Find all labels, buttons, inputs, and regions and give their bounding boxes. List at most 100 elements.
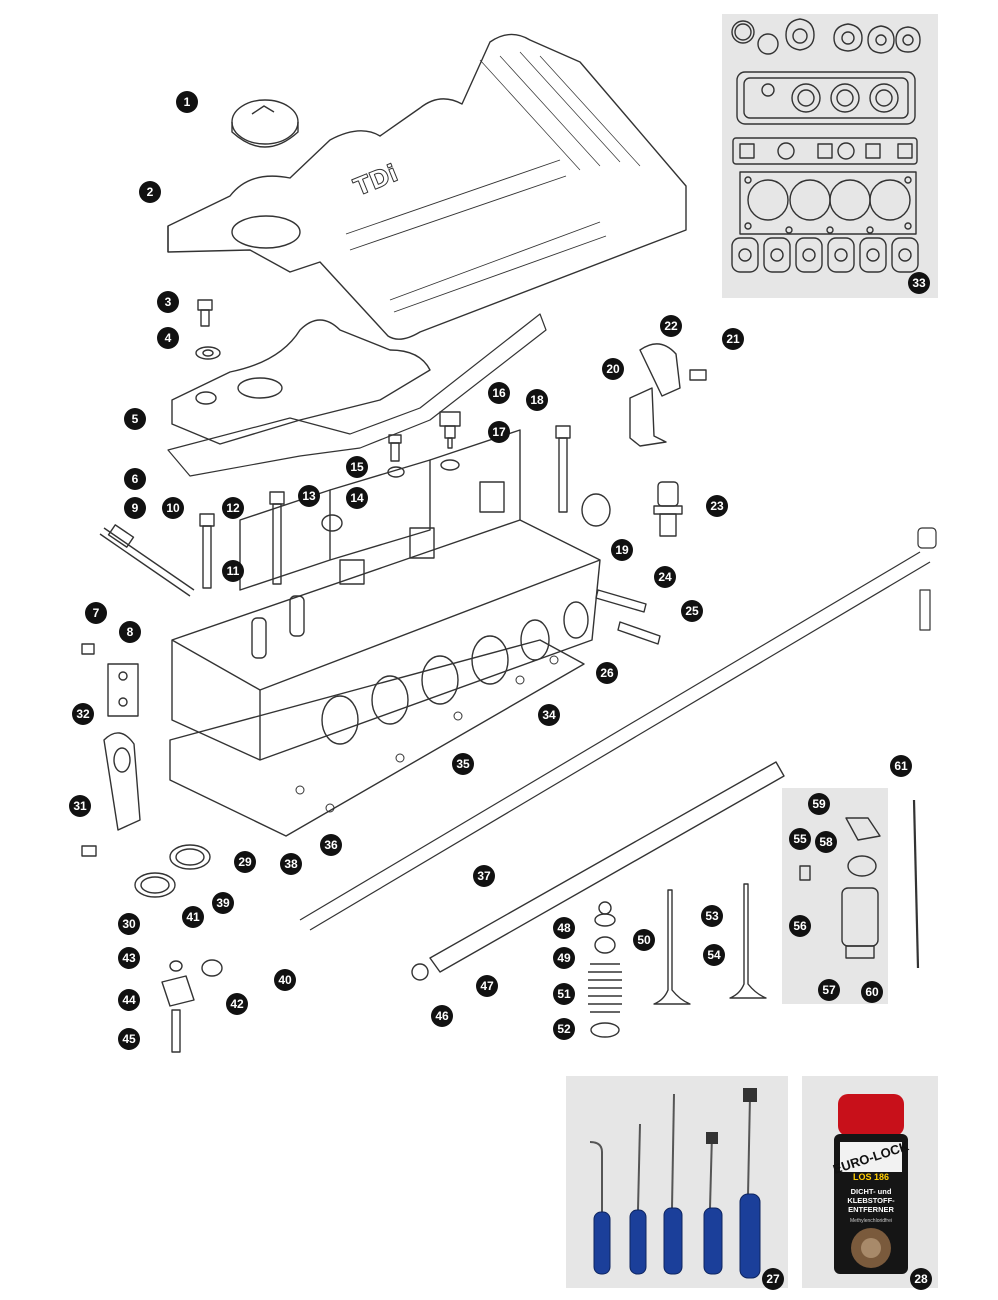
callout-33: 33 xyxy=(908,272,930,294)
gasket-set xyxy=(731,18,921,273)
callout-61: 61 xyxy=(890,755,912,777)
callout-9: 9 xyxy=(124,497,146,519)
glow-plug xyxy=(99,524,195,597)
callout-13: 13 xyxy=(298,485,320,507)
callout-19: 19 xyxy=(611,539,633,561)
callout-17: 17 xyxy=(488,421,510,443)
cover-plate xyxy=(81,643,139,717)
callout-25: 25 xyxy=(681,600,703,622)
callout-1: 1 xyxy=(176,91,198,113)
callout-54: 54 xyxy=(703,944,725,966)
callout-48: 48 xyxy=(553,917,575,939)
callout-51: 51 xyxy=(553,983,575,1005)
callout-43: 43 xyxy=(118,947,140,969)
callout-29: 29 xyxy=(234,851,256,873)
callout-18: 18 xyxy=(526,389,548,411)
callout-60: 60 xyxy=(861,981,883,1003)
valve-guides xyxy=(251,595,305,659)
callout-50: 50 xyxy=(633,929,655,951)
callout-22: 22 xyxy=(660,315,682,337)
callout-21: 21 xyxy=(722,328,744,350)
oil-filler-cap xyxy=(231,99,299,148)
cover-bolt-and-grommet xyxy=(195,299,221,360)
temperature-sensor xyxy=(439,411,461,471)
cup-plug xyxy=(581,493,611,527)
rocker-cover-gasket xyxy=(167,313,547,477)
hydraulic-tappet xyxy=(799,817,881,959)
callout-2: 2 xyxy=(139,181,161,203)
callout-47: 47 xyxy=(476,975,498,997)
rocker-pedestal xyxy=(161,959,223,1053)
callout-27: 27 xyxy=(762,1268,784,1290)
spray-can-illustration: EURO-LOCK LOS 186 DICHT- und KLEBSTOFF- … xyxy=(831,1094,911,1274)
callout-24: 24 xyxy=(654,566,676,588)
product-name-line1: DICHT- und xyxy=(851,1187,892,1196)
callout-31: 31 xyxy=(69,795,91,817)
callout-5: 5 xyxy=(124,408,146,430)
studs xyxy=(595,589,661,645)
product-name-line2: KLEBSTOFF- xyxy=(847,1196,895,1205)
callout-55: 55 xyxy=(789,828,811,850)
callout-42: 42 xyxy=(226,993,248,1015)
pushrod xyxy=(912,799,920,969)
callout-4: 4 xyxy=(157,327,179,349)
callout-23: 23 xyxy=(706,495,728,517)
product-name-line3: ENTFERNER xyxy=(848,1205,894,1214)
callout-52: 52 xyxy=(553,1018,575,1040)
callout-38: 38 xyxy=(280,853,302,875)
callout-58: 58 xyxy=(815,831,837,853)
callout-57: 57 xyxy=(818,979,840,1001)
head-bolts xyxy=(199,491,285,589)
callout-32: 32 xyxy=(72,703,94,725)
long-bolt xyxy=(555,425,571,513)
cylinder-head xyxy=(171,429,601,761)
callout-12: 12 xyxy=(222,497,244,519)
lifting-bracket xyxy=(629,343,707,447)
callout-40: 40 xyxy=(274,969,296,991)
callout-26: 26 xyxy=(596,662,618,684)
callout-56: 56 xyxy=(789,915,811,937)
callout-8: 8 xyxy=(119,621,141,643)
callout-35: 35 xyxy=(452,753,474,775)
callout-28: 28 xyxy=(910,1268,932,1290)
callout-34: 34 xyxy=(538,704,560,726)
callout-16: 16 xyxy=(488,382,510,404)
callout-7: 7 xyxy=(85,602,107,624)
callout-41: 41 xyxy=(182,906,204,928)
callout-3: 3 xyxy=(157,291,179,313)
callout-49: 49 xyxy=(553,947,575,969)
hose-fitting xyxy=(653,481,683,537)
callout-6: 6 xyxy=(124,468,146,490)
callout-11: 11 xyxy=(222,560,244,582)
lifting-eye xyxy=(81,732,141,857)
valve-seat-rings xyxy=(134,844,211,898)
rocker-shaft xyxy=(411,761,785,981)
core-plug xyxy=(321,514,343,532)
valves xyxy=(653,883,767,1005)
product-code: LOS 186 xyxy=(853,1172,889,1182)
valve-spring-set xyxy=(588,901,622,1038)
hydraulic-tappet-panel xyxy=(782,788,888,1004)
product-subtitle: Methylenchloridfrei xyxy=(850,1218,892,1224)
callout-44: 44 xyxy=(118,989,140,1011)
callout-20: 20 xyxy=(602,358,624,380)
rocker-shaft-assembly xyxy=(299,527,937,931)
callout-30: 30 xyxy=(118,913,140,935)
cover-emblem: TDi xyxy=(350,159,402,202)
callout-39: 39 xyxy=(212,892,234,914)
callout-59: 59 xyxy=(808,793,830,815)
callout-14: 14 xyxy=(346,487,368,509)
callout-37: 37 xyxy=(473,865,495,887)
engine-cover: TDi xyxy=(167,33,687,340)
callout-45: 45 xyxy=(118,1028,140,1050)
callout-46: 46 xyxy=(431,1005,453,1027)
callout-10: 10 xyxy=(162,497,184,519)
callout-36: 36 xyxy=(320,834,342,856)
cylinder-head-gasket xyxy=(169,639,585,837)
callout-15: 15 xyxy=(346,456,368,478)
small-bolt-washer xyxy=(387,434,405,478)
rocker-cover xyxy=(171,319,431,445)
scraper-tools-illustration xyxy=(589,1088,761,1279)
